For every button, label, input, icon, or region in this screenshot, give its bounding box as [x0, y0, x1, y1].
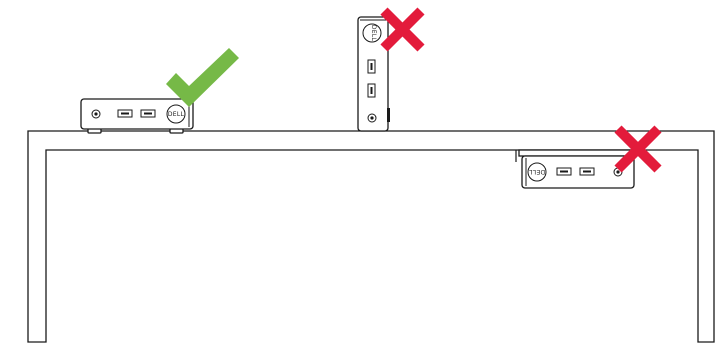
usb-port-2-tongue [370, 87, 373, 94]
mount-plate [518, 149, 632, 157]
dell-logo-text: DELL [370, 25, 377, 42]
device-vertical-standing: DELL [357, 16, 390, 132]
dell-logo [362, 23, 382, 43]
check-icon [166, 48, 239, 107]
cross-icon [380, 7, 425, 52]
device-body [357, 16, 389, 132]
power-button-dot [94, 112, 98, 116]
table-outline [27, 130, 715, 343]
dell-logo [166, 104, 186, 124]
device-under-desk: DELL [515, 149, 635, 189]
dell-logo-text: DELL [168, 111, 185, 118]
device-body [80, 98, 194, 130]
dell-logo-text: DELL [528, 168, 545, 175]
power-button-dot [616, 170, 620, 174]
usb-port-2-tongue [583, 170, 591, 173]
dell-logo [527, 162, 547, 182]
table [27, 130, 715, 343]
device-side-foot [387, 108, 390, 122]
device-body [521, 155, 635, 189]
power-button-dot [370, 116, 374, 120]
usb-port-1-tongue [560, 170, 568, 173]
usb-port-1-tongue [370, 63, 373, 70]
usb-port-2-tongue [144, 112, 152, 115]
cross-icon [614, 125, 662, 173]
device-horizontal-on-desk: DELL [80, 98, 194, 134]
usb-port-1-tongue [121, 112, 129, 115]
